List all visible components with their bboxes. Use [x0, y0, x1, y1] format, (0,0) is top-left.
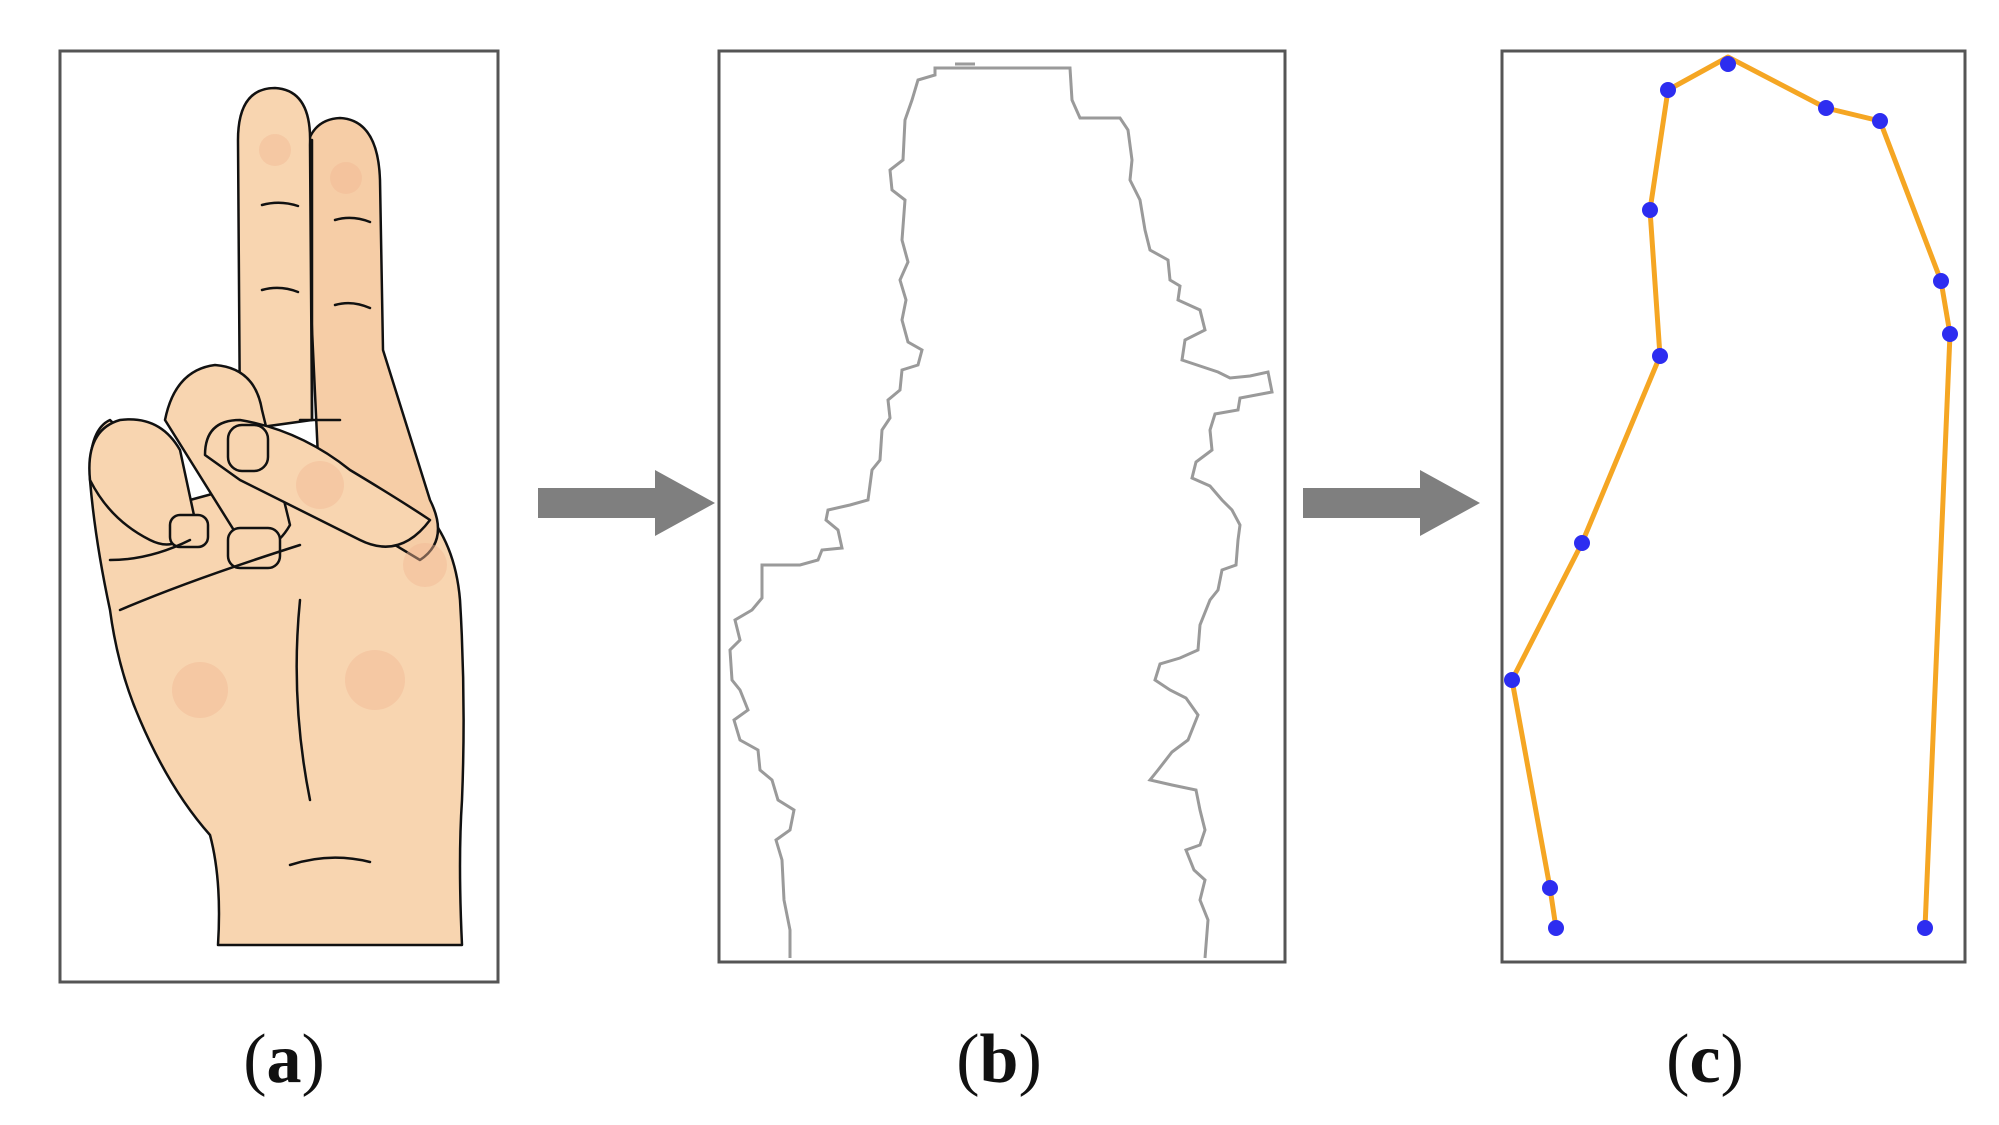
caption-b-letter: b [979, 1021, 1019, 1098]
keypoint [1818, 100, 1834, 116]
keypoint [1504, 672, 1520, 688]
arrow-right-icon [538, 470, 715, 536]
keypoint [1548, 920, 1564, 936]
keypoint [1872, 113, 1888, 129]
keypoint [1652, 348, 1668, 364]
panel-b [717, 49, 1287, 964]
caption-b: (b) [956, 1021, 1042, 1098]
caption-a-letter: a [266, 1021, 302, 1098]
caption-c: (c) [1666, 1021, 1744, 1098]
keypoint [1542, 880, 1558, 896]
keypoints [1504, 56, 1958, 936]
keypoint [1933, 273, 1949, 289]
keypoint [1720, 56, 1736, 72]
panel-c-frame [1500, 49, 1967, 964]
keypoint [1660, 82, 1676, 98]
caption-a: (a) [243, 1021, 325, 1098]
contour-outline [728, 66, 1274, 959]
panel-b-frame [717, 49, 1287, 964]
panel-a [58, 49, 500, 984]
keypoint [1574, 535, 1590, 551]
caption-c-letter: c [1689, 1021, 1721, 1098]
skin-highlights [172, 134, 447, 718]
hand-sign-illustration [88, 86, 465, 947]
keypoint [1942, 326, 1958, 342]
panel-c [1500, 49, 1967, 964]
keypoint [1917, 920, 1933, 936]
keypoint [1642, 202, 1658, 218]
arrow-right-icon [1303, 470, 1480, 536]
